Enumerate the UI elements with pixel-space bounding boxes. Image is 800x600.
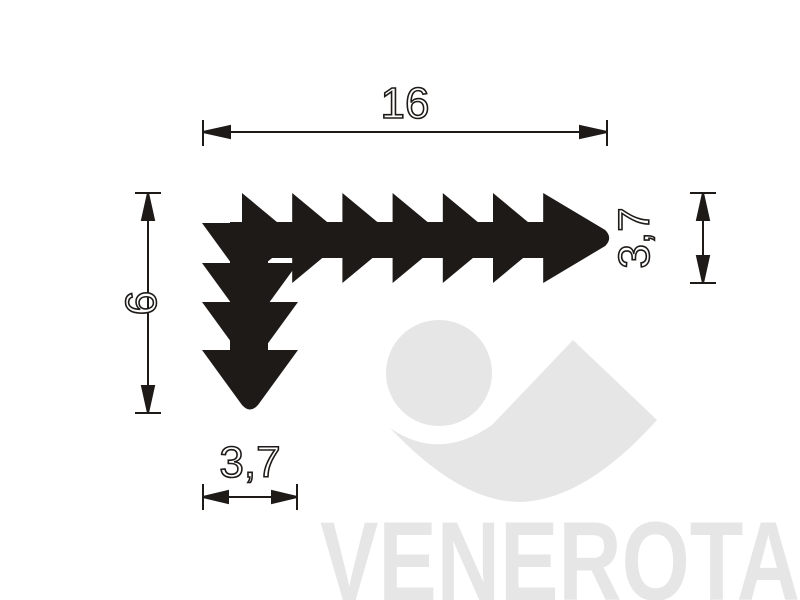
dimension-vertical-arm-thickness: 3,7 — [202, 437, 298, 510]
profile-tooth-vertical — [202, 263, 298, 329]
profile-tooth-vertical — [202, 302, 298, 368]
dimension-horizontal-arm-thickness: 3,7 — [609, 192, 716, 284]
profile-tooth-horizontal — [392, 193, 447, 283]
logo-circle — [386, 320, 492, 426]
l-profile-shape — [202, 193, 610, 410]
logo-swoosh — [390, 340, 657, 502]
dimension-height: 9 — [115, 192, 166, 414]
logo-text: VENEROTA — [320, 499, 800, 600]
dimension-height-label: 9 — [116, 291, 165, 315]
profile-tooth-vertical — [202, 350, 298, 410]
profile-tooth-horizontal — [342, 193, 397, 283]
profile-tooth-horizontal — [442, 193, 497, 283]
dimension-width: 16 — [202, 78, 608, 146]
dimension-width-label: 16 — [381, 79, 430, 128]
profile-tooth-horizontal — [543, 193, 610, 283]
dimension-right-label: 3,7 — [610, 207, 659, 268]
dimension-bottom-label: 3,7 — [219, 438, 280, 487]
profile-tooth-horizontal — [292, 193, 347, 283]
venerota-logo: VENEROTA — [320, 320, 800, 600]
profile-tooth-horizontal — [493, 193, 548, 283]
